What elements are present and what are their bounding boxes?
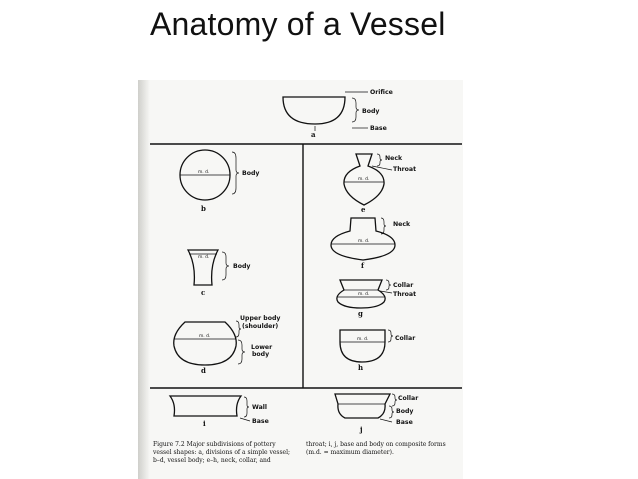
md-f: m. d. bbox=[358, 238, 369, 244]
label-collar-g: Collar bbox=[393, 282, 414, 289]
letter-g: g bbox=[358, 309, 363, 318]
label-upper-body: Upper body bbox=[240, 315, 280, 322]
label-shoulder: (shoulder) bbox=[242, 323, 278, 330]
figure-caption: Figure 7.2 Major subdivisions of pottery… bbox=[152, 441, 446, 464]
label-lower: Lower bbox=[251, 344, 273, 351]
label-collar-j: Collar bbox=[398, 395, 419, 402]
label-collar-h: Collar bbox=[395, 335, 416, 342]
letter-f: f bbox=[361, 261, 365, 270]
md-c: m. d. bbox=[198, 254, 209, 260]
label-body-a: Body bbox=[362, 108, 379, 115]
vessel-d: m. d. Upper body (shoulder) Lower body d bbox=[173, 315, 280, 375]
vessel-h: m. d. Collar h bbox=[339, 329, 416, 372]
md-h: m. d. bbox=[357, 336, 368, 342]
md-g: m. d. bbox=[358, 291, 369, 297]
caption-left-3: b–d, vessel body; e–h, neck, collar, and bbox=[153, 457, 271, 464]
label-throat-e: Throat bbox=[393, 166, 416, 173]
md-e: m. d. bbox=[358, 176, 369, 182]
letter-e: e bbox=[361, 205, 366, 214]
caption-left-2: vessel shapes: a, divisions of a simple … bbox=[152, 449, 290, 456]
label-base-j: Base bbox=[396, 419, 413, 426]
vessel-f: m. d. Neck f bbox=[330, 217, 411, 270]
figure-scan bbox=[138, 80, 463, 479]
label-neck-e: Neck bbox=[385, 155, 403, 162]
label-wall: Wall bbox=[252, 404, 267, 411]
label-body-b: Body bbox=[242, 170, 259, 177]
label-lower-body: body bbox=[252, 351, 269, 358]
label-body-c: Body bbox=[233, 263, 250, 270]
letter-j: j bbox=[359, 425, 363, 434]
label-base-i: Base bbox=[252, 418, 269, 425]
label-base-a: Base bbox=[370, 125, 387, 132]
letter-b: b bbox=[201, 204, 206, 213]
vessel-a: Orifice Body Base a bbox=[282, 89, 393, 139]
letter-h: h bbox=[358, 363, 363, 372]
md-d: m. d. bbox=[199, 333, 210, 339]
letter-d: d bbox=[201, 366, 206, 375]
vessel-e: m. d. Neck Throat e bbox=[343, 153, 416, 214]
scan-edge-shadow bbox=[138, 80, 150, 479]
caption-right-2: (m.d. = maximum diameter). bbox=[306, 449, 394, 456]
letter-a: a bbox=[311, 130, 316, 139]
label-neck-f: Neck bbox=[393, 221, 411, 228]
md-b: m. d. bbox=[198, 169, 209, 175]
label-body-j: Body bbox=[396, 408, 413, 415]
caption-left-1: Figure 7.2 Major subdivisions of pottery bbox=[153, 441, 276, 448]
slide-title: Anatomy of a Vessel bbox=[150, 6, 446, 42]
vessel-b: m. d. Body b bbox=[179, 149, 259, 213]
vessel-c: m. d. Body c bbox=[186, 249, 250, 297]
caption-right-1: throat; i, j, base and body on composite… bbox=[306, 441, 446, 448]
label-throat-g: Throat bbox=[393, 291, 416, 298]
label-orifice: Orifice bbox=[370, 89, 393, 96]
letter-c: c bbox=[201, 288, 205, 297]
vessel-g: m. d. Collar Throat g bbox=[336, 279, 416, 318]
letter-i: i bbox=[203, 419, 206, 428]
vessel-j: Collar Body Base j bbox=[334, 393, 419, 434]
vessel-i: Wall Base i bbox=[168, 395, 269, 428]
